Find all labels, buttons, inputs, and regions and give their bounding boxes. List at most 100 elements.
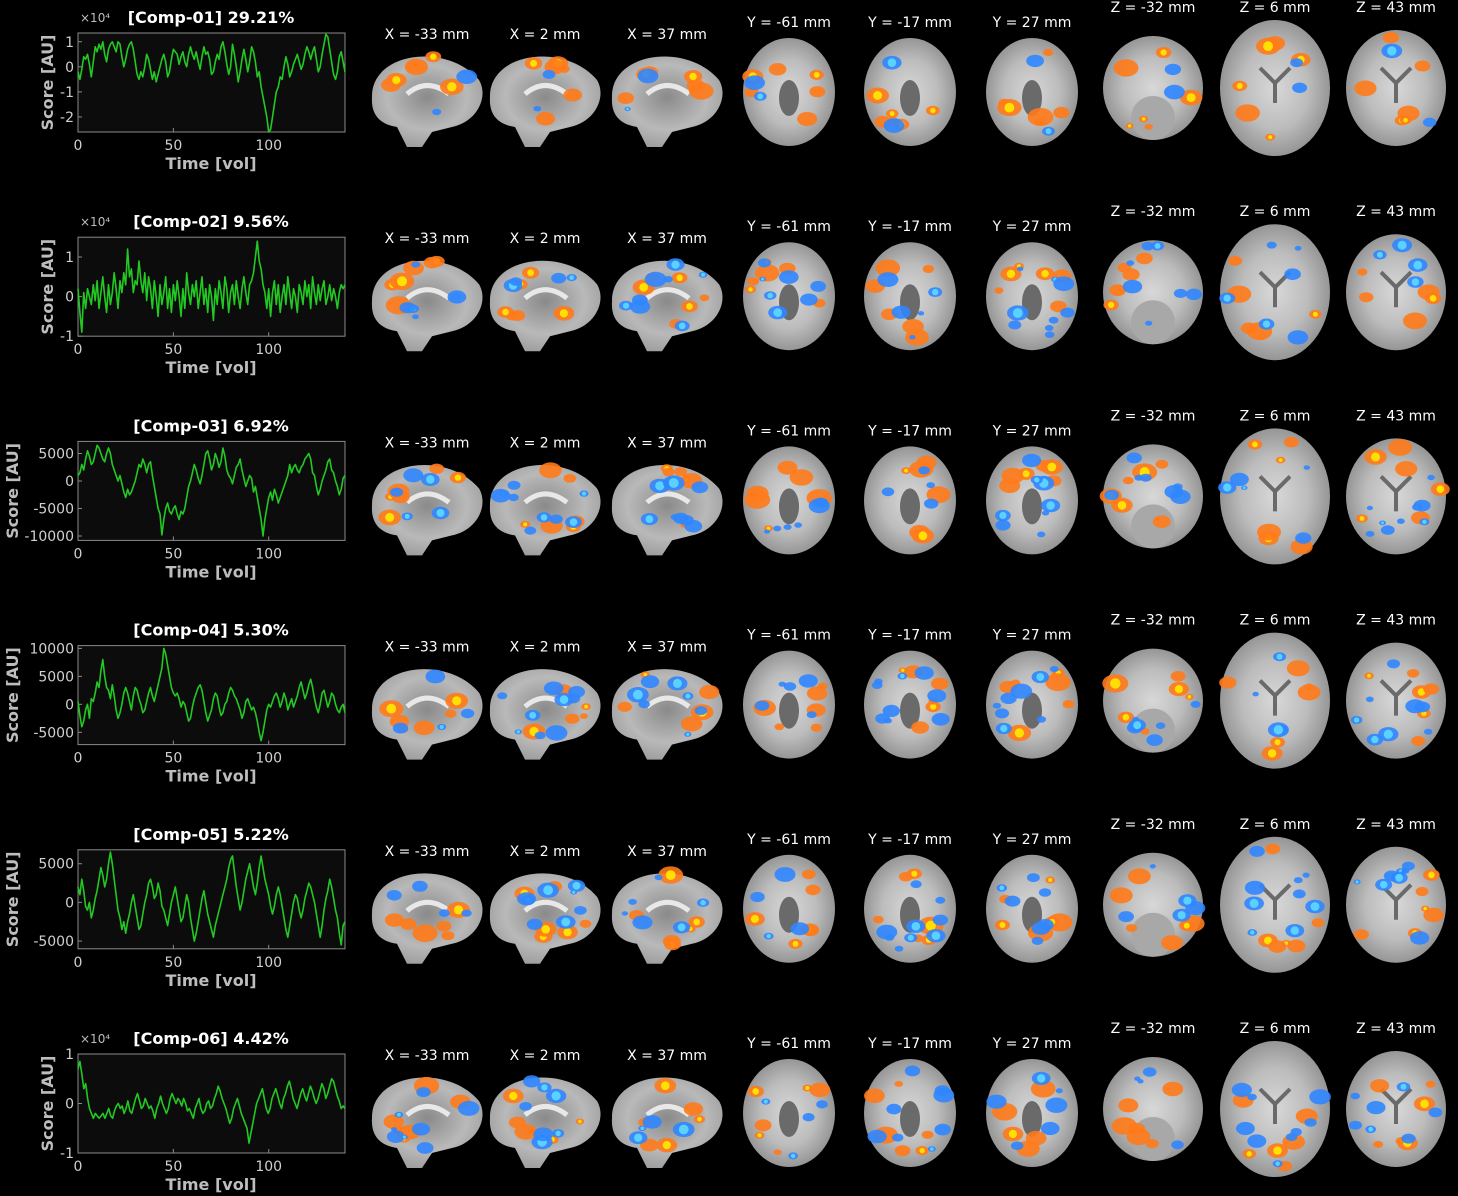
activation-negative	[783, 682, 797, 691]
activation-peak-positive	[1420, 1099, 1429, 1109]
slice-label-axial: Z = 43 mm	[1356, 817, 1436, 833]
activation-negative	[773, 525, 782, 532]
activation-positive	[1161, 935, 1183, 951]
activation-peak-negative	[1262, 320, 1271, 328]
activation-negative	[1053, 276, 1075, 292]
activation-positive	[444, 709, 457, 718]
activation-positive	[689, 82, 714, 100]
activation-negative	[800, 293, 818, 306]
slice-label-coronal: Y = -17 mm	[867, 832, 952, 848]
activation-negative	[1292, 82, 1308, 94]
y-tick-label: -1	[60, 1146, 74, 1162]
activation-negative	[779, 270, 799, 284]
ventricle	[1379, 66, 1413, 103]
activation-negative	[694, 706, 708, 715]
series-line	[77, 647, 346, 742]
activation-peak-positive	[397, 276, 407, 287]
activation-peak-positive	[527, 269, 534, 277]
activation-negative	[1118, 911, 1134, 923]
activation-peak-negative	[1276, 653, 1283, 660]
activation-negative	[1424, 728, 1433, 735]
slice-label-axial: Z = -32 mm	[1111, 613, 1196, 629]
activation-peak-positive	[1423, 906, 1427, 911]
activation-positive	[1297, 684, 1321, 701]
activation-negative	[1380, 525, 1395, 535]
ventricle	[900, 1101, 920, 1137]
slice-label-coronal: Y = 27 mm	[992, 219, 1072, 235]
sagittal-slice	[611, 1077, 723, 1168]
y-tick-label: -5000	[33, 502, 74, 518]
activation-peak-positive	[1371, 452, 1380, 462]
activation-negative	[934, 1123, 951, 1136]
corpus-callosum	[523, 83, 569, 97]
activation-peak-negative	[757, 93, 764, 100]
activation-positive	[1268, 940, 1287, 953]
activation-negative	[1010, 683, 1033, 699]
activation-negative	[1284, 268, 1301, 281]
x-axis-label: Time [vol]	[165, 358, 256, 377]
activation-negative	[757, 258, 771, 268]
activation-negative	[1045, 1097, 1068, 1113]
corpus-callosum	[523, 1104, 569, 1118]
ventricle	[779, 1101, 799, 1137]
y-tick-label: 5000	[38, 857, 74, 873]
activation-positive	[1025, 1130, 1047, 1146]
activation-positive	[905, 328, 929, 346]
activation-peak-negative	[1387, 46, 1397, 56]
activation-peak-negative	[1249, 898, 1259, 908]
activation-peak-positive	[1108, 301, 1115, 308]
activation-peak-positive	[1006, 269, 1016, 279]
activation-peak-positive	[386, 703, 397, 714]
activation-positive	[1287, 939, 1306, 953]
activation-positive	[1145, 1139, 1159, 1149]
activation-peak-positive	[1048, 878, 1053, 882]
activation-peak-positive	[693, 918, 700, 926]
activation-positive	[1043, 48, 1054, 57]
activation-negative	[416, 1087, 431, 1098]
activation-peak-negative	[773, 308, 782, 317]
ventricle	[1379, 679, 1413, 716]
corpus-callosum	[645, 491, 691, 505]
activation-positive	[1027, 108, 1054, 126]
slice-label-axial: Z = -32 mm	[1111, 817, 1196, 833]
activation-peak-negative	[1177, 911, 1186, 920]
corpus-callosum	[405, 695, 451, 709]
activation-positive	[817, 682, 828, 690]
y-tick-label: -2	[60, 110, 74, 126]
series-line	[77, 33, 346, 133]
activation-negative	[1397, 518, 1405, 524]
activation-negative	[802, 1113, 815, 1122]
slice-label-sagittal: X = -33 mm	[385, 231, 470, 247]
slice-label-axial: Z = -32 mm	[1111, 408, 1196, 424]
activation-positive	[1414, 60, 1431, 72]
activation-peak-positive	[662, 1141, 671, 1150]
activation-negative	[1170, 489, 1191, 504]
ventricle	[1258, 66, 1292, 103]
activation-positive	[911, 721, 929, 734]
cerebellum	[1131, 504, 1175, 549]
activation-peak-positive	[563, 928, 572, 937]
activation-positive	[809, 86, 826, 98]
x-tick-label: 0	[74, 955, 83, 971]
activation-peak-negative	[668, 478, 679, 488]
activation-negative	[412, 314, 419, 320]
ventricle	[779, 488, 799, 525]
x-tick-label: 100	[255, 955, 282, 971]
activation-peak-negative	[645, 515, 654, 523]
activation-negative	[1236, 1121, 1255, 1136]
series-line	[77, 851, 346, 946]
activation-peak-positive	[1263, 41, 1273, 52]
activation-positive	[1128, 868, 1151, 885]
activation-negative	[986, 1094, 1007, 1109]
activation-negative	[1048, 316, 1059, 324]
activation-negative	[876, 924, 898, 940]
activation-negative	[1146, 734, 1163, 746]
activation-peak-negative	[1411, 278, 1420, 286]
activation-positive	[1403, 312, 1427, 330]
activation-negative	[1104, 489, 1119, 501]
activation-positive	[1286, 660, 1310, 677]
activation-peak-negative	[1381, 521, 1384, 525]
activation-peak-negative	[1045, 128, 1052, 135]
activation-peak-positive	[1128, 124, 1132, 128]
